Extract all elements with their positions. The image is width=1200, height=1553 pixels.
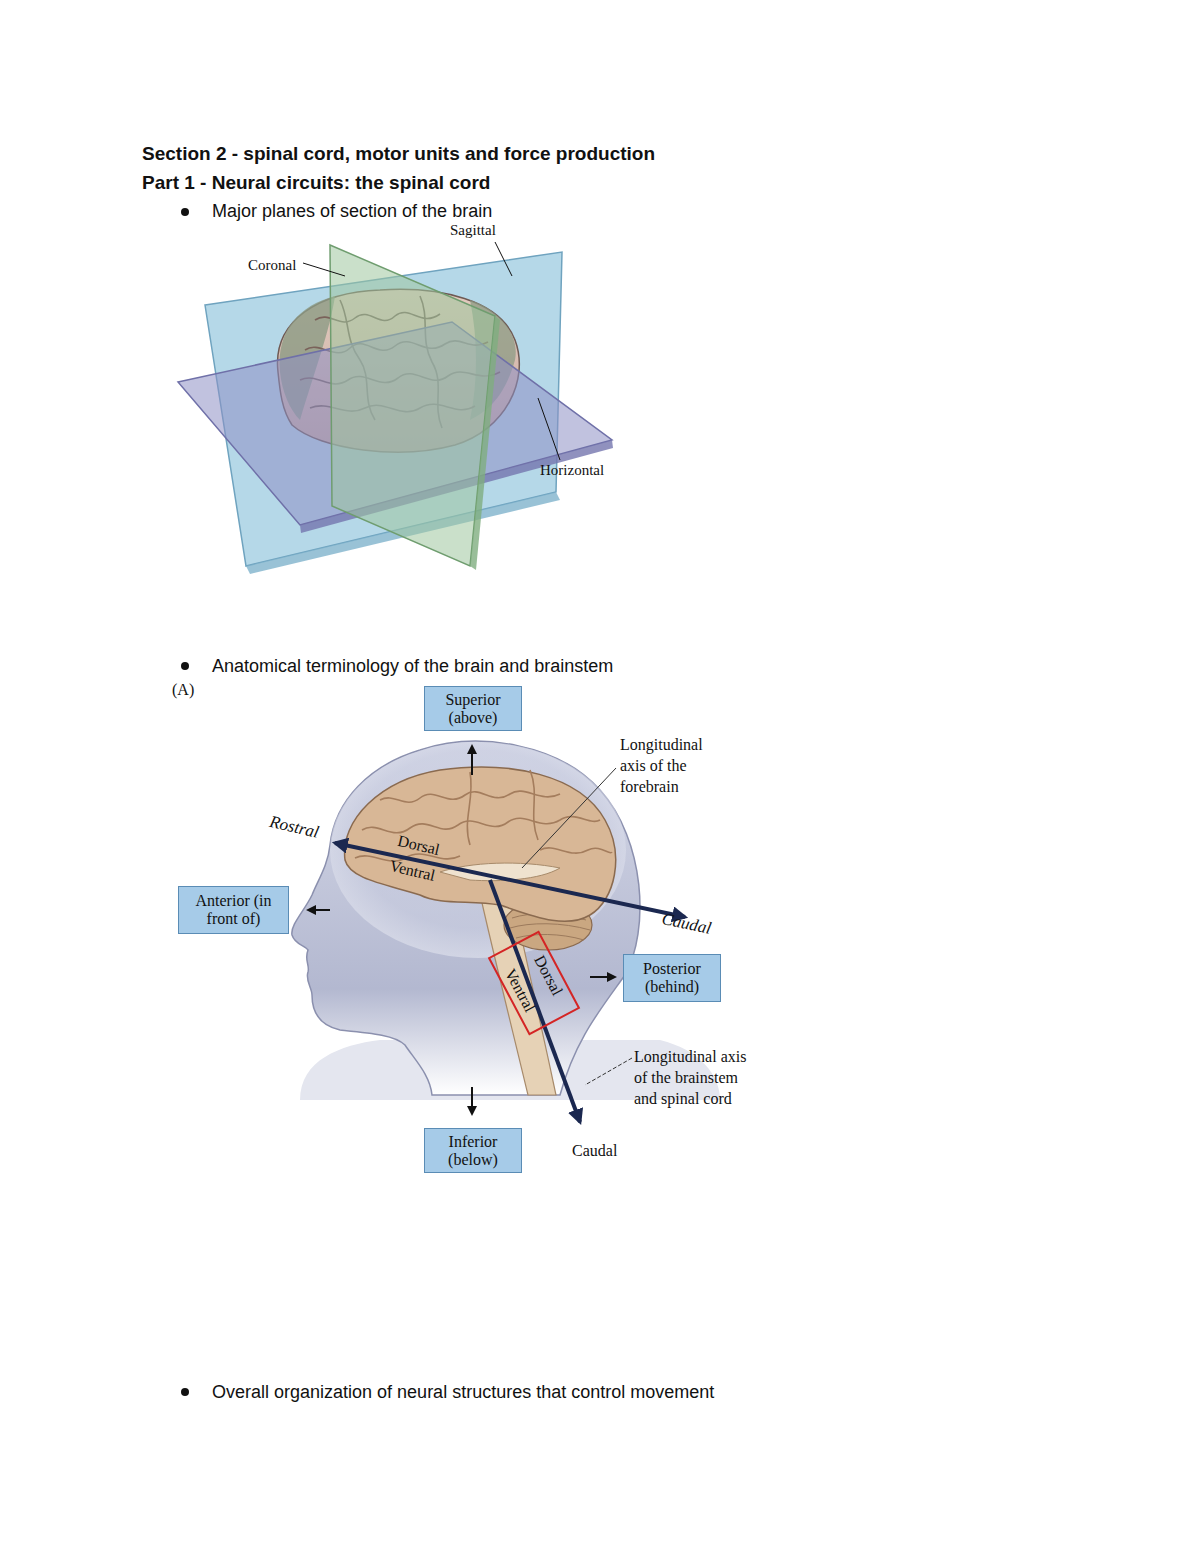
plane-edge (470, 316, 500, 570)
leader-line (585, 1058, 632, 1085)
plane-label: Sagittal (450, 221, 496, 239)
direction-label: Caudal (572, 1141, 617, 1160)
direction-box: Inferior (below) (424, 1128, 522, 1173)
brain-drawing (345, 767, 616, 921)
direction-label: Rostral (268, 812, 321, 843)
panel-letter: (A) (172, 680, 194, 699)
axis-label: Longitudinal axis of the forebrain (620, 734, 725, 797)
bullet-dot (181, 662, 189, 670)
bullet-text: Major planes of section of the brain (212, 200, 492, 222)
axis-label: Longitudinal axis of the brainstem and s… (634, 1046, 762, 1109)
bullet-text: Overall organization of neural structure… (212, 1381, 714, 1403)
box-text: Inferior (below) (431, 1133, 515, 1169)
direction-box: Superior (above) (424, 686, 522, 731)
brainstem-axis (490, 880, 580, 1122)
coronal-plane (330, 245, 495, 566)
direction-box: Anterior (in front of) (178, 886, 289, 934)
direction-arrow (471, 1087, 473, 1114)
box-text: Superior (above) (431, 691, 515, 727)
brain-gyri (355, 770, 612, 861)
bullet-dot (181, 1388, 189, 1396)
direction-arrow (471, 746, 473, 775)
section-heading: Section 2 - spinal cord, motor units and… (142, 142, 655, 165)
head-silhouette (292, 741, 640, 1095)
part-heading: Part 1 - Neural circuits: the spinal cor… (142, 171, 490, 194)
plane-label: Coronal (248, 256, 296, 274)
bullet-text: Anatomical terminology of the brain and … (212, 655, 613, 677)
direction-label: Caudal (660, 909, 713, 939)
leader-line (303, 263, 345, 276)
leader-line (495, 242, 512, 276)
box-text: Anterior (in front of) (185, 892, 282, 928)
direction-arrow (308, 909, 330, 911)
box-text: Posterior (behind) (630, 960, 714, 996)
direction-box: Posterior (behind) (623, 954, 721, 1002)
forebrain-axis (335, 843, 685, 917)
bullet-dot (181, 208, 189, 216)
leader-line (522, 768, 616, 868)
planes-figure (178, 242, 613, 574)
leader-line (538, 398, 560, 460)
plane-label: Horizontal (540, 461, 604, 479)
direction-arrow (590, 976, 615, 978)
